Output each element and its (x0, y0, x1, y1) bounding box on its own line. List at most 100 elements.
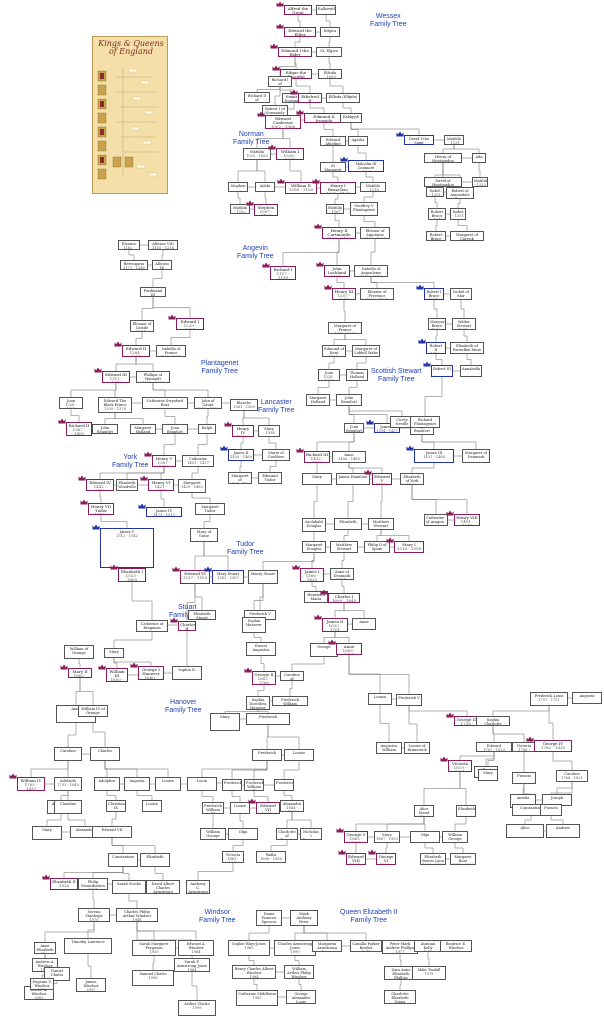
person-box-eleanor-of-aquitaine: Eleanor of Aquitaine1122 - 1204 (360, 227, 390, 239)
crown-icon (292, 564, 300, 570)
person-name: Francis (544, 806, 558, 810)
person-dates: 1542 - 1587 (217, 576, 239, 581)
person-box-charlotte-elizabeth-diana: Charlotte Elizabeth Diana2015 (384, 990, 416, 1004)
person-name: Louise (234, 804, 246, 808)
person-name: Constantine (519, 806, 542, 810)
person-box-edgiva: Edgiva (320, 27, 340, 37)
person-dates: 1328 - 1385 (323, 375, 335, 380)
person-box-margaret-of-france: Margaret of France1279 - 1317 (328, 322, 362, 334)
person-box-st-elgiva: St. Elgiva (316, 47, 342, 57)
crown-icon (98, 664, 106, 670)
person-dates: 1284 - 1327 (129, 350, 143, 357)
person-name: Christian IX (108, 802, 125, 811)
person-box-matilda: Matilda- 1118 (360, 182, 386, 192)
person-box-john-beaufort: John Beaufort- 1410 (92, 424, 118, 434)
person-box-frederick-william-ii: Frederick William II (244, 779, 264, 791)
person-name: William I (280, 149, 300, 154)
crown-icon (446, 510, 454, 516)
person-box-frederick-william-iii: Frederick William III (202, 802, 224, 814)
person-name: Berengaria (123, 262, 145, 266)
person-name: Marie of Gueldres (267, 451, 285, 460)
person-name: Charlotte of Prussia (278, 830, 296, 839)
person-dates: 1167 - 1216 (330, 274, 344, 277)
person-box-catherine-of-aragon: Catherine of Aragon Anne Boleyn Jane Sey… (424, 514, 448, 526)
person-dates: 1401 - 1437 (187, 461, 209, 466)
person-name: Zara Anne Elizabeth Phillips (391, 968, 411, 980)
crown-icon (92, 524, 100, 530)
crown-icon (272, 65, 280, 71)
crown-icon (257, 111, 265, 117)
person-name: Edward Confessor (272, 116, 294, 126)
person-name: Wallis (265, 853, 277, 857)
person-name: Blanche (236, 401, 252, 405)
person-name: Frederick William II (246, 781, 264, 790)
person-name: John of Gaunt (201, 399, 215, 408)
person-name: Sarah F. Armstrong Jones (176, 960, 208, 969)
crown-icon (386, 537, 394, 543)
person-dates: - 1233 (474, 183, 486, 187)
person-box-elizabeth-stuart: Elizabeth Stuart (188, 610, 216, 620)
person-box-catherine-of-braganza: Catherine of Braganza (136, 620, 168, 632)
person-dates: 1301 - 1330 (324, 355, 344, 356)
person-dates: 1964 (191, 950, 201, 955)
person-name: Joan Beaufort (346, 425, 362, 433)
crown-icon (440, 756, 448, 762)
person-name: Samuel Chatto (139, 972, 167, 976)
person-box-augusta: Augusta (572, 692, 602, 704)
person-dates: 1999 (192, 1006, 202, 1011)
person-box-frederick-william: Frederick William (272, 696, 308, 706)
crown-icon (296, 447, 304, 453)
person-box-joseph: Joseph (542, 794, 572, 806)
person-name: Edward The Black Prince (103, 399, 127, 408)
person-name: Louisa (373, 695, 386, 699)
person-box-ferdinand-iii: Ferdinand III1199 - 1252 (140, 287, 166, 297)
person-dates: 1328 - 1385 (65, 403, 77, 408)
person-name: Caroline of Ansbach (284, 673, 300, 681)
person-box-daniel-chatto: Daniel Chatto (44, 967, 70, 981)
person-box-robert-bruce: Robert Bruce- 1295 (426, 231, 446, 241)
person-box-david-albert-charles-armstrong-jones: David Albert Charles Armstrong Jones1961 (146, 880, 180, 894)
person-dates: 1516 - 1558 (396, 546, 422, 552)
person-name: Beatrice E. Windsor (445, 942, 467, 951)
label-line-subtitle: Family Tree (233, 139, 270, 146)
person-name: Mary (42, 828, 52, 832)
person-dates: 1239 - 1307 (183, 323, 197, 330)
person-name: Frederick Louis (534, 694, 564, 698)
person-name: Mary (264, 427, 274, 431)
person-box-frederick: Frederick (252, 749, 282, 761)
person-box-isobel: Isobel- 1251 (450, 208, 466, 220)
person-name: Edmund II Ironside (313, 114, 335, 123)
person-name: Margaret Douglas (305, 543, 323, 552)
person-name: Eugenie V. Windsor (32, 980, 52, 989)
person-name: Louisa of Brunswick (407, 744, 427, 753)
person-box-zara-anne-elizabeth-phillips: Zara Anne Elizabeth Phillips1981 (384, 966, 418, 980)
crown-icon (338, 849, 346, 855)
person-dates: 1457 - 1509 (94, 512, 108, 515)
label-line-subtitle: Family Tree (227, 549, 264, 556)
person-box-edmund-tudor: Edmund Tudor (258, 472, 282, 484)
person-dates: - 1131 (448, 141, 460, 145)
person-name: Elizabeth II (52, 879, 76, 884)
person-dates: 1296 - 1316 (430, 328, 444, 329)
person-name: Louise (146, 802, 158, 806)
person-box-ealhswith: Ealhswith (316, 5, 336, 15)
person-name: Sophie Rhys-Jones (232, 942, 266, 946)
person-dates: - 1152 (234, 210, 246, 214)
person-box-agatha: Agatha (348, 136, 368, 146)
person-box-marie-of-gueldres: Marie of Gueldres (262, 449, 290, 461)
crown-icon (328, 639, 336, 645)
person-dates: 1996 (148, 976, 158, 981)
person-name: Adolphus (98, 779, 116, 783)
person-dates: 1470 - 1483 (375, 482, 389, 485)
crown-icon (314, 614, 322, 620)
